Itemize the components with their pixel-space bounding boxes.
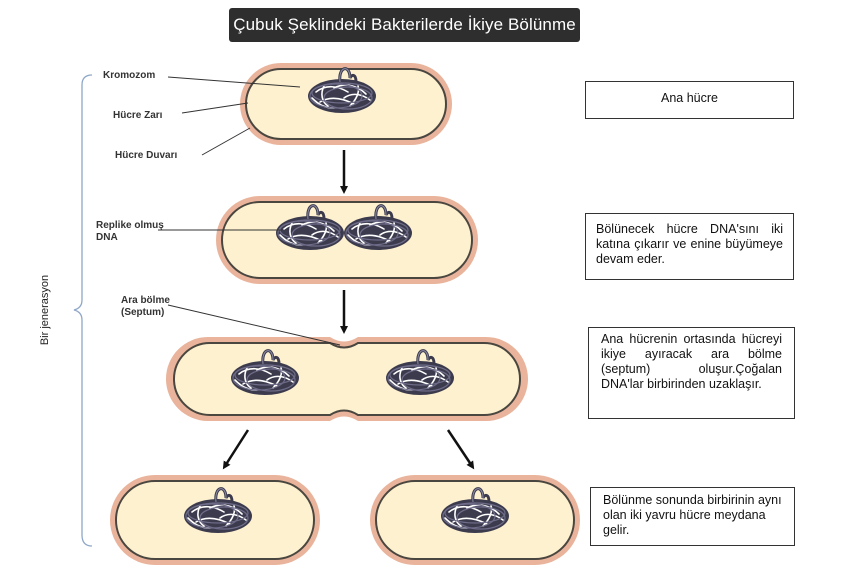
diagram-title: Çubuk Şeklindeki Bakterilerde İkiye Bölü…	[229, 8, 580, 42]
description-daughter-cells: Bölünme sonunda birbirinin aynı olan iki…	[590, 487, 795, 546]
description-dna-replication: Bölünecek hücre DNA'sını iki katına çıka…	[585, 213, 794, 280]
leader-chromosome	[167, 76, 301, 88]
replicating-cell	[216, 196, 478, 284]
generation-bracket	[73, 74, 93, 547]
daughter-cell-left	[110, 475, 320, 565]
label-replicated-dna-line2: DNA	[96, 232, 118, 243]
label-septum-line2: (Septum)	[121, 307, 165, 318]
mother-cell	[240, 63, 452, 145]
dividing-cell	[166, 337, 528, 421]
label-chromosome: Kromozom	[103, 70, 156, 81]
arrow-to-daughter-left	[222, 429, 250, 470]
arrow-to-daughter-right	[446, 429, 475, 470]
label-replicated-dna: Replike olmuş DNA	[96, 220, 164, 244]
leader-cell-membrane	[181, 102, 249, 114]
leader-septum	[167, 304, 341, 346]
label-septum-line1: Ara bölme	[121, 295, 170, 306]
generation-label: Bir jenerasyon	[39, 274, 51, 346]
description-mother-cell: Ana hücre	[585, 81, 794, 119]
label-cell-membrane: Hücre Zarı	[113, 110, 163, 121]
daughter-cell-right	[370, 475, 580, 565]
description-septum-formation: Ana hücrenin ortasında hücreyi ikiye ayı…	[588, 327, 795, 419]
leader-cell-wall	[201, 127, 251, 156]
label-septum: Ara bölme (Septum)	[121, 295, 170, 319]
label-replicated-dna-line1: Replike olmuş	[96, 220, 164, 231]
label-cell-wall: Hücre Duvarı	[115, 150, 178, 161]
